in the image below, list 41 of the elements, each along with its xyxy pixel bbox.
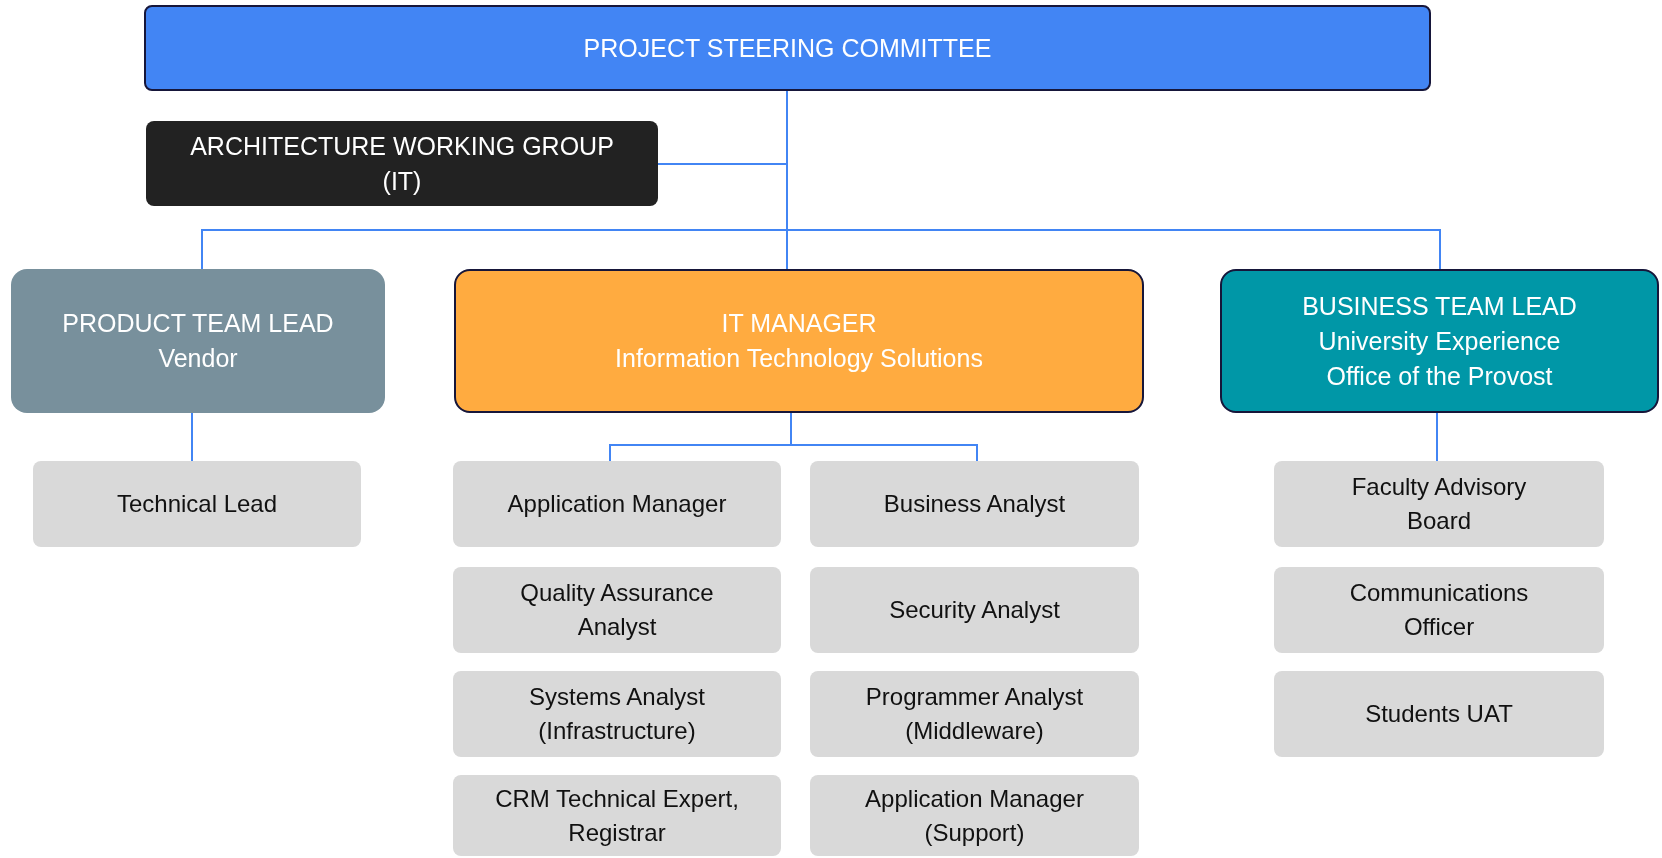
role-box xyxy=(810,461,1139,547)
connector-line xyxy=(1436,412,1438,462)
title-text: Quality Assurance Analyst xyxy=(519,578,715,642)
role-box xyxy=(810,671,1139,757)
subtitle-text: University Experience xyxy=(1318,325,1561,357)
role-box xyxy=(810,775,1139,856)
title-text: Security Analyst xyxy=(889,595,1060,626)
title-text: Systems Analyst (Infrastructure) xyxy=(527,682,707,746)
title-text: Programmer Analyst (Middleware) xyxy=(864,682,1085,746)
subtitle-text: Office of the Provost xyxy=(1326,360,1553,392)
manager-box xyxy=(454,269,1144,413)
title-text: Students UAT xyxy=(1365,699,1513,730)
title-text: BUSINESS TEAM LEAD xyxy=(1302,290,1577,322)
title-text: Technical Lead xyxy=(116,489,278,520)
team-lead-box xyxy=(1220,269,1659,413)
team-lead-box xyxy=(11,269,385,413)
subtitle-text: Vendor xyxy=(158,343,238,374)
role-box xyxy=(1274,567,1604,653)
title-text: Faculty Advisory Board xyxy=(1350,472,1528,536)
role-box xyxy=(453,775,781,856)
committee-box xyxy=(144,5,1431,91)
role-box xyxy=(1274,461,1604,547)
title-text: Business Analyst xyxy=(883,489,1066,520)
role-box xyxy=(453,461,781,547)
role-box xyxy=(453,567,781,653)
title-text: Application Manager (Support) xyxy=(864,783,1085,848)
title-text: Application Manager xyxy=(507,489,727,520)
title-text: PROJECT STEERING COMMITTEE xyxy=(583,32,992,64)
title-text: ARCHITECTURE WORKING GROUP (IT) xyxy=(189,130,615,197)
title-text: Communications Officer xyxy=(1348,578,1530,642)
title-text: IT MANAGER xyxy=(721,308,877,339)
connector-line xyxy=(790,412,978,462)
title-text: CRM Technical Expert, Registrar xyxy=(494,783,740,848)
subtitle-text: Information Technology Solutions xyxy=(615,343,983,374)
role-box xyxy=(1274,671,1604,757)
role-box xyxy=(33,461,361,547)
role-box xyxy=(453,671,781,757)
title-text: PRODUCT TEAM LEAD xyxy=(62,308,334,339)
working-group-box xyxy=(146,121,658,206)
connector-line xyxy=(191,412,193,462)
role-box xyxy=(810,567,1139,653)
